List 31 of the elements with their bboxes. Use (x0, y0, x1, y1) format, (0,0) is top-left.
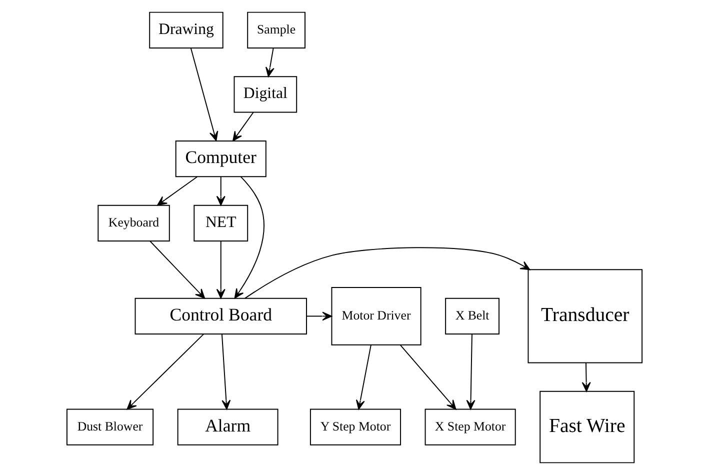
arrow (126, 334, 204, 410)
node-box: Fast Wire (539, 390, 634, 464)
node-box: Digital (233, 76, 297, 113)
arrow (264, 48, 274, 77)
arrow (149, 240, 205, 299)
node-box: Y Step Motor (309, 408, 401, 446)
arrow (581, 362, 590, 392)
node-box: Motor Driver (330, 287, 421, 346)
node-box: Drawing (148, 12, 223, 48)
node-box: Dust Blower (66, 408, 154, 446)
node-box: Keyboard (97, 204, 170, 242)
arrow (355, 344, 371, 410)
arrow (244, 247, 530, 299)
arrow (220, 334, 230, 410)
arrow (466, 334, 475, 410)
node-box: Computer (174, 140, 266, 178)
node-box: X Step Motor (424, 408, 516, 446)
arrow (190, 48, 218, 142)
node-box: X Belt (444, 298, 499, 334)
arrow (232, 112, 254, 142)
arrow (306, 312, 332, 321)
arrow (399, 344, 456, 410)
arrow (156, 176, 198, 206)
node-box: Control Board (134, 298, 306, 334)
node-box: Alarm (176, 408, 278, 446)
arrow (216, 240, 225, 299)
arrow (234, 176, 264, 299)
node-box: Sample (246, 12, 305, 48)
arrow (216, 176, 225, 206)
node-box: Transducer (527, 269, 642, 364)
node-box: NET (193, 204, 248, 242)
